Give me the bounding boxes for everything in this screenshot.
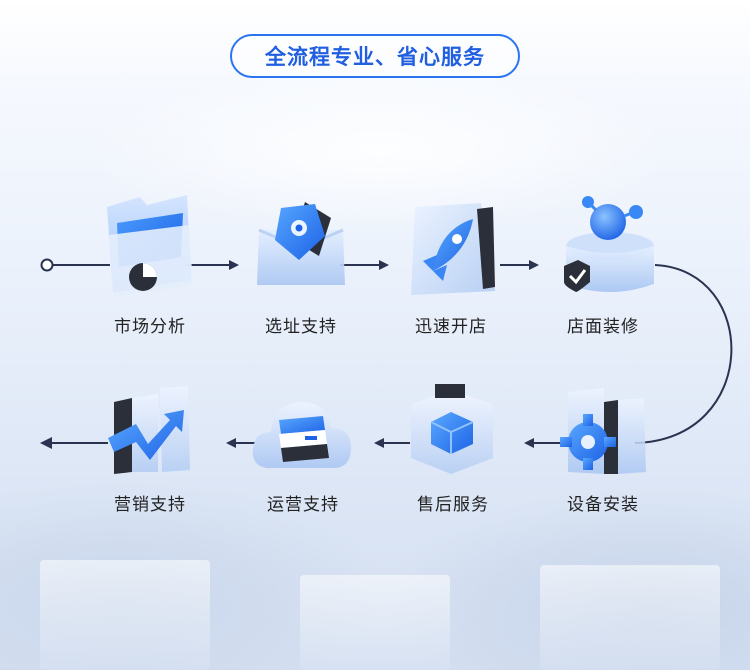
flow-arrow (229, 260, 239, 270)
cube-icon (411, 384, 493, 474)
step-label-marketing-support: 营销支持 (114, 495, 186, 515)
step-label-quick-opening: 迅速开店 (415, 317, 487, 337)
step-label-operations-support: 运营支持 (267, 495, 339, 515)
trend-arrow-icon (108, 386, 190, 474)
page-title: 全流程专业、省心服务 (230, 34, 520, 78)
flow-arrow (529, 260, 539, 270)
step-label-site-selection: 选址支持 (265, 317, 337, 337)
flow-arrow (524, 438, 534, 448)
flow-start-dot (40, 258, 54, 272)
flow-end-arrow (40, 437, 52, 449)
folder-chart-icon (107, 195, 193, 297)
location-tag-icon (257, 202, 345, 285)
background-block (540, 565, 720, 670)
cloud-server-icon (252, 402, 351, 468)
step-label-market-analysis: 市场分析 (114, 317, 186, 337)
background-block (300, 575, 450, 670)
gear-panels-icon (560, 388, 646, 474)
flow-arrow (374, 438, 384, 448)
flow-arrow (379, 260, 389, 270)
step-label-equipment-installation: 设备安装 (567, 495, 639, 515)
background-block (40, 560, 210, 670)
rocket-icon (411, 203, 495, 295)
step-label-store-decoration: 店面装修 (567, 317, 639, 337)
robot-shield-icon (564, 196, 654, 292)
flow-arrow (226, 438, 236, 448)
flow-curve (634, 264, 733, 444)
step-label-after-sales: 售后服务 (417, 495, 489, 515)
